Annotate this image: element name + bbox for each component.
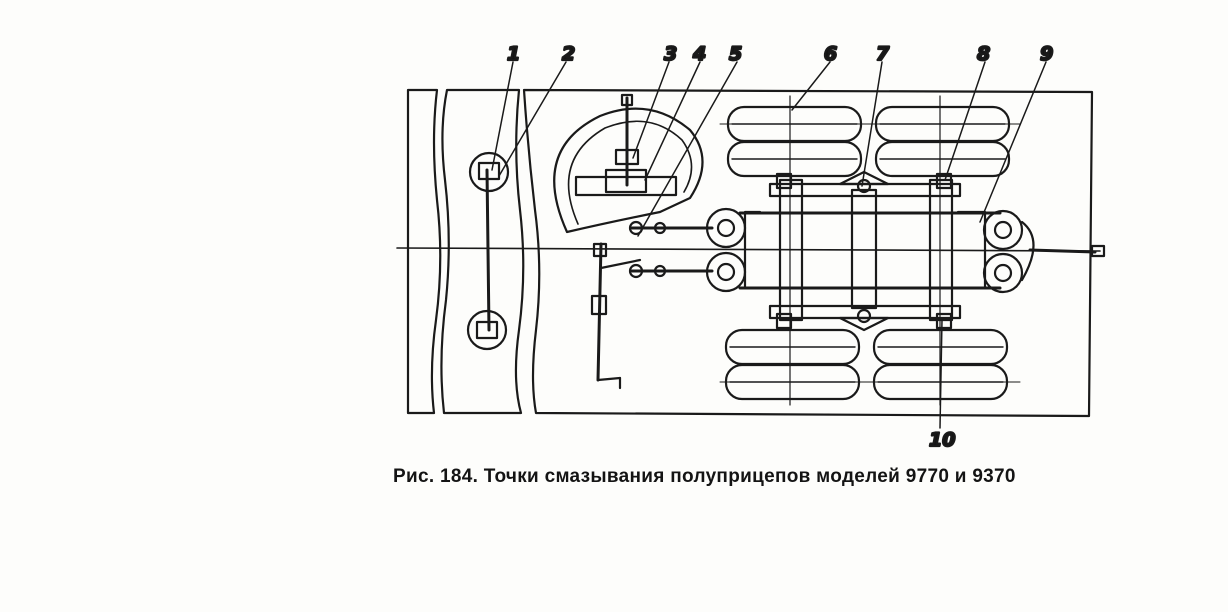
callout-3: 3	[664, 43, 677, 65]
brake-chamber	[982, 252, 1024, 294]
balance-beam	[850, 188, 878, 310]
callout-7: 7	[876, 43, 890, 65]
figure-caption: Рис. 184. Точки смазывания полуприцепов …	[393, 466, 1016, 487]
tire	[726, 140, 863, 178]
callout-labels: 1 2 3 4 5 6 7 8 9 10	[506, 42, 1054, 452]
rear-frame-section	[522, 88, 1094, 418]
support-wheel-lower	[466, 309, 508, 351]
tire	[874, 140, 1011, 178]
center-line	[396, 247, 1101, 252]
fifth-wheel	[553, 93, 704, 234]
support-wheel-upper	[468, 151, 510, 193]
fifth-wheel-plate	[553, 107, 704, 234]
front-frame-section	[406, 88, 442, 415]
front-support	[466, 151, 510, 351]
tires	[719, 95, 1021, 406]
axles-and-suspension	[738, 170, 1106, 332]
callout-8: 8	[977, 43, 990, 65]
callout-9: 9	[1040, 43, 1053, 65]
callout-1: 1	[507, 43, 520, 65]
axle-beam	[928, 178, 954, 322]
callout-4: 4	[692, 43, 706, 65]
brake-line-assembly	[590, 220, 714, 390]
callout-2: 2	[562, 43, 575, 65]
callout-5: 5	[729, 43, 742, 65]
callout-10: 10	[929, 429, 955, 451]
leader-lines	[491, 61, 1047, 429]
trailer-frame	[406, 88, 1094, 418]
middle-frame-section	[440, 88, 525, 415]
brake-chamber	[982, 209, 1024, 251]
callout-6: 6	[824, 43, 837, 65]
